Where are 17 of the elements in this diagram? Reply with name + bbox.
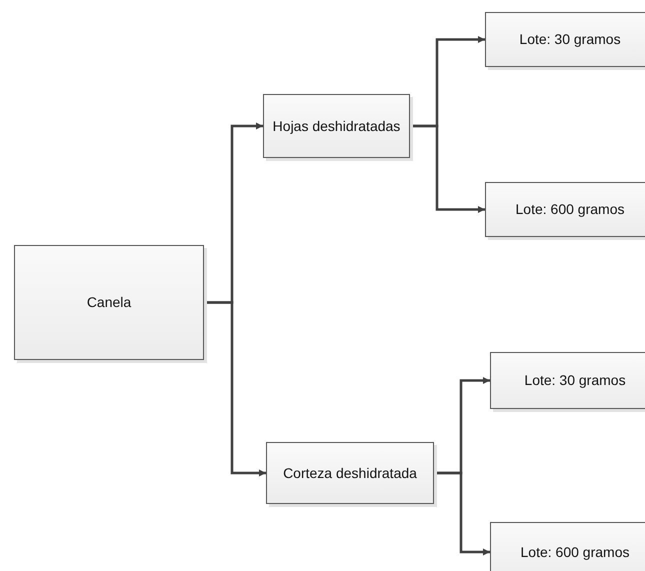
process-box — [485, 12, 645, 67]
node-label: Lote: 30 gramos — [524, 371, 626, 390]
process-box — [485, 182, 645, 237]
arrow — [410, 124, 485, 213]
process-box — [266, 442, 434, 504]
node-label: Hojas deshidratadas — [272, 116, 400, 136]
node-label: Lote: 600 gramos — [516, 200, 624, 219]
node-label: Corteza deshidratada — [283, 464, 417, 482]
node-label: Lote: 30 gramos — [519, 30, 621, 49]
node-label: Canela — [86, 293, 132, 312]
node-label: Lote: 600 gramos — [520, 542, 630, 562]
process-box — [14, 245, 204, 360]
arrow — [434, 472, 490, 556]
process-box — [490, 522, 645, 571]
process-box — [263, 94, 410, 158]
arrow — [204, 301, 266, 476]
process-box — [490, 352, 645, 409]
